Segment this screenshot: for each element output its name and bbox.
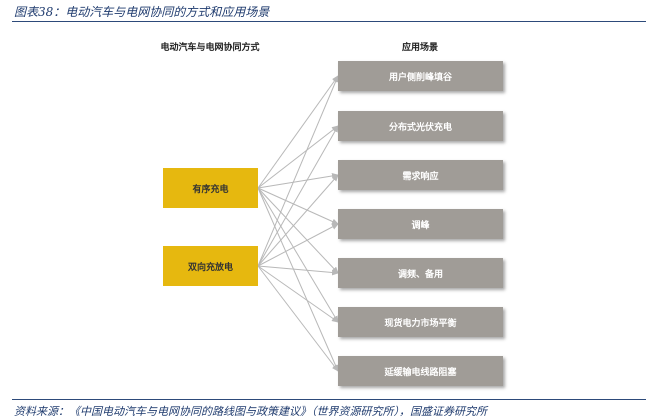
arrow-mode1-scenario1 (257, 125, 339, 267)
scenario-box-frequency-reserve: 调频、备用 (338, 258, 503, 288)
mode-label: 双向充放电 (187, 262, 233, 273)
arrow-mode1-scenario4 (257, 265, 339, 276)
arrow-mode0-scenario5 (257, 187, 339, 323)
bottom-rule (12, 399, 646, 400)
scenario-label: 用户侧削峰填谷 (388, 72, 452, 83)
scenario-label: 需求响应 (402, 171, 439, 182)
arrow-mode0-scenario2 (257, 173, 339, 189)
mode-label: 有序充电 (192, 184, 229, 195)
scenario-box-demand-response: 需求响应 (338, 160, 503, 190)
arrow-mode1-scenario3 (257, 223, 339, 267)
scenario-label: 调峰 (411, 220, 430, 231)
top-rule (12, 21, 646, 22)
figure-title: 图表38：电动汽车与电网协同的方式和应用场景 (14, 5, 270, 19)
source-note: 资料来源：《中国电动汽车与电网协同的路线图与政策建议》（世界资源研究所），国盛证… (14, 405, 487, 418)
arrow-mode1-scenario5 (257, 265, 339, 323)
scenario-label: 延缓输电线路阻塞 (384, 367, 457, 378)
arrow-mode1-scenario6 (257, 265, 339, 372)
arrow-mode0-scenario6 (257, 187, 339, 372)
right-heading: 应用场景 (401, 43, 439, 53)
mode-box-bidirectional: 双向充放电 (163, 246, 258, 286)
scenario-label: 现货电力市场平衡 (384, 318, 457, 329)
arrow-mode0-scenario1 (257, 125, 339, 189)
scenario-box-congestion-relief: 延缓输电线路阻塞 (338, 356, 503, 386)
arrow-mode0-scenario4 (257, 187, 339, 274)
mode-box-ordered-charging: 有序充电 (163, 168, 258, 208)
scenario-label: 调频、备用 (397, 269, 443, 280)
scenario-box-spot-market: 现货电力市场平衡 (338, 307, 503, 337)
scenario-box-peak-shaving: 用户侧削峰填谷 (338, 61, 503, 91)
scenario-box-distributed-pv: 分布式光伏充电 (338, 111, 503, 141)
scenario-box-peak-regulation: 调峰 (338, 209, 503, 239)
scenario-label: 分布式光伏充电 (388, 122, 452, 133)
arrow-mode1-scenario2 (257, 174, 339, 267)
arrow-mode0-scenario3 (257, 187, 339, 225)
left-heading: 电动汽车与电网协同方式 (160, 43, 260, 53)
arrow-mode0-scenario0 (257, 75, 339, 189)
arrow-mode1-scenario0 (257, 75, 339, 267)
